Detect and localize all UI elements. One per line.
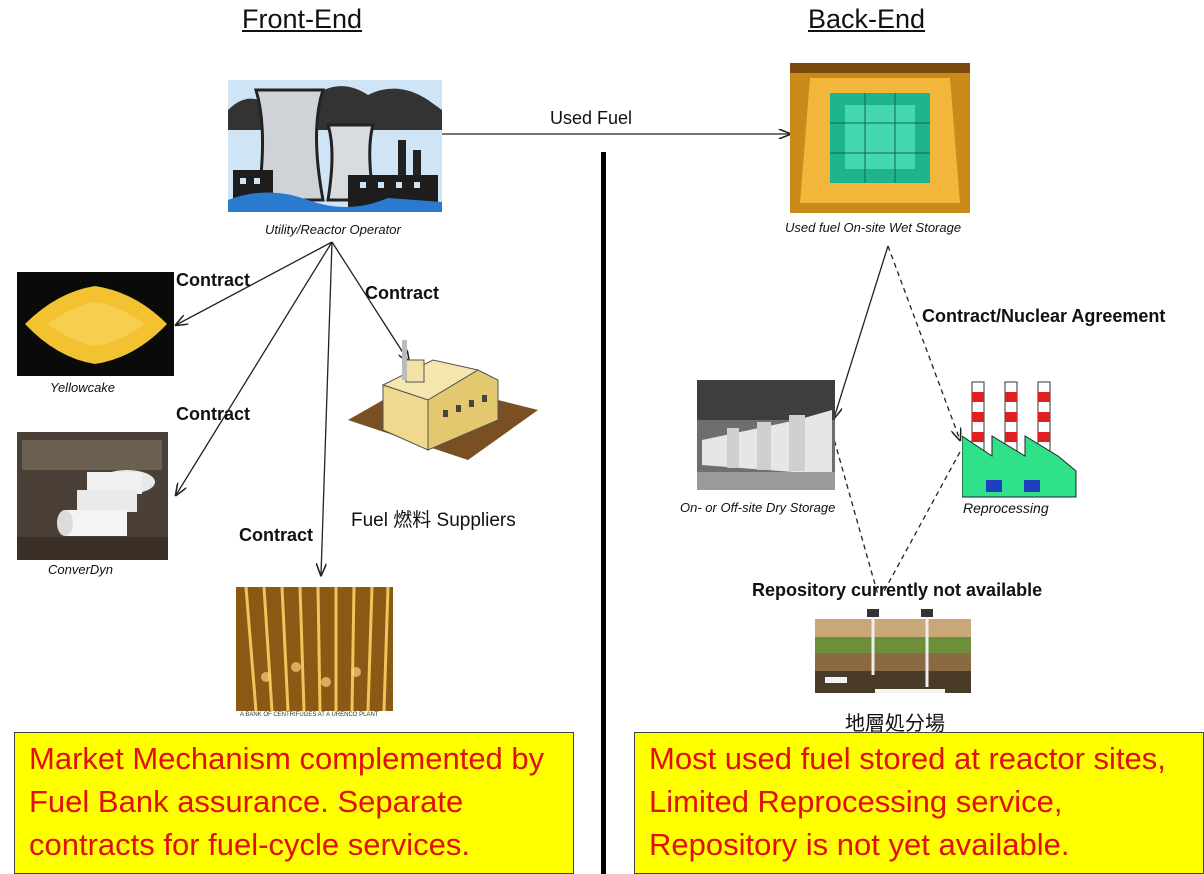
wet-storage-pool-image — [790, 63, 970, 213]
back-end-summary-box: Most used fuel stored at reactor sites, … — [634, 732, 1204, 874]
centrifuge-image — [236, 587, 393, 711]
back-end-summary-line-1: Most used fuel stored at reactor sites, — [649, 741, 1166, 776]
fuel-supplier-factory-image — [348, 340, 538, 460]
repository-jp-label: 地層処分場 — [845, 713, 945, 735]
contract-arrow-centrifuge — [321, 241, 333, 575]
contract-arrow-suppliers — [331, 241, 409, 362]
back-end-heading: Back-End — [808, 4, 926, 34]
contract-arrow-converdyn — [176, 241, 333, 495]
dry-storage-image — [697, 380, 835, 490]
converdyn-label: ConverDyn — [48, 562, 114, 577]
yellowcake-label: Yellowcake — [50, 380, 116, 395]
yellowcake-image — [17, 272, 174, 376]
contract-label-converdyn: Contract — [176, 404, 251, 424]
converdyn-image — [17, 432, 168, 560]
reprocessing-label: Reprocessing — [963, 500, 1049, 516]
contract-label-centrifuge: Contract — [239, 525, 314, 545]
wet-to-reprocessing-arrow — [887, 245, 960, 440]
used-fuel-label: Used Fuel — [550, 108, 633, 128]
geological-repository-image — [815, 605, 971, 705]
front-end-summary-line-2: Fuel Bank assurance. Separate — [29, 784, 464, 819]
wet-storage-label: Used fuel On-site Wet Storage — [785, 220, 962, 235]
wet-to-dry-arrow — [834, 245, 889, 418]
repository-status-label: Repository currently not available — [752, 580, 1043, 600]
utility-label: Utility/Reactor Operator — [265, 222, 401, 237]
front-end-heading: Front-End — [242, 4, 363, 34]
front-end-summary-box: Market Mechanism complemented by Fuel Ba… — [14, 732, 574, 874]
contract-arrow-yellowcake — [176, 241, 333, 325]
dry-to-repository-line — [831, 431, 879, 596]
reactor-plant-image — [228, 80, 442, 212]
reprocessing-plant-image — [962, 381, 1077, 498]
dry-storage-label: On- or Off-site Dry Storage — [680, 500, 836, 515]
back-end-summary-line-2: Limited Reprocessing service, — [649, 784, 1063, 819]
front-end-summary-line-3: contracts for fuel-cycle services. — [29, 827, 471, 862]
contract-label-yellowcake: Contract — [176, 270, 251, 290]
nuclear-agreement-label: Contract/Nuclear Agreement — [922, 306, 1166, 326]
reprocessing-to-repository-line — [881, 451, 961, 596]
fuel-suppliers-label: Fuel 燃料 Suppliers — [351, 510, 516, 531]
front-end-summary-line-1: Market Mechanism complemented by — [29, 741, 545, 776]
centrifuge-caption: A BANK OF CENTRIFUGES AT A URENCO PLANT — [240, 712, 379, 718]
back-end-summary-line-3: Repository is not yet available. — [649, 827, 1070, 862]
center-divider — [601, 152, 606, 874]
contract-label-suppliers: Contract — [365, 283, 440, 303]
